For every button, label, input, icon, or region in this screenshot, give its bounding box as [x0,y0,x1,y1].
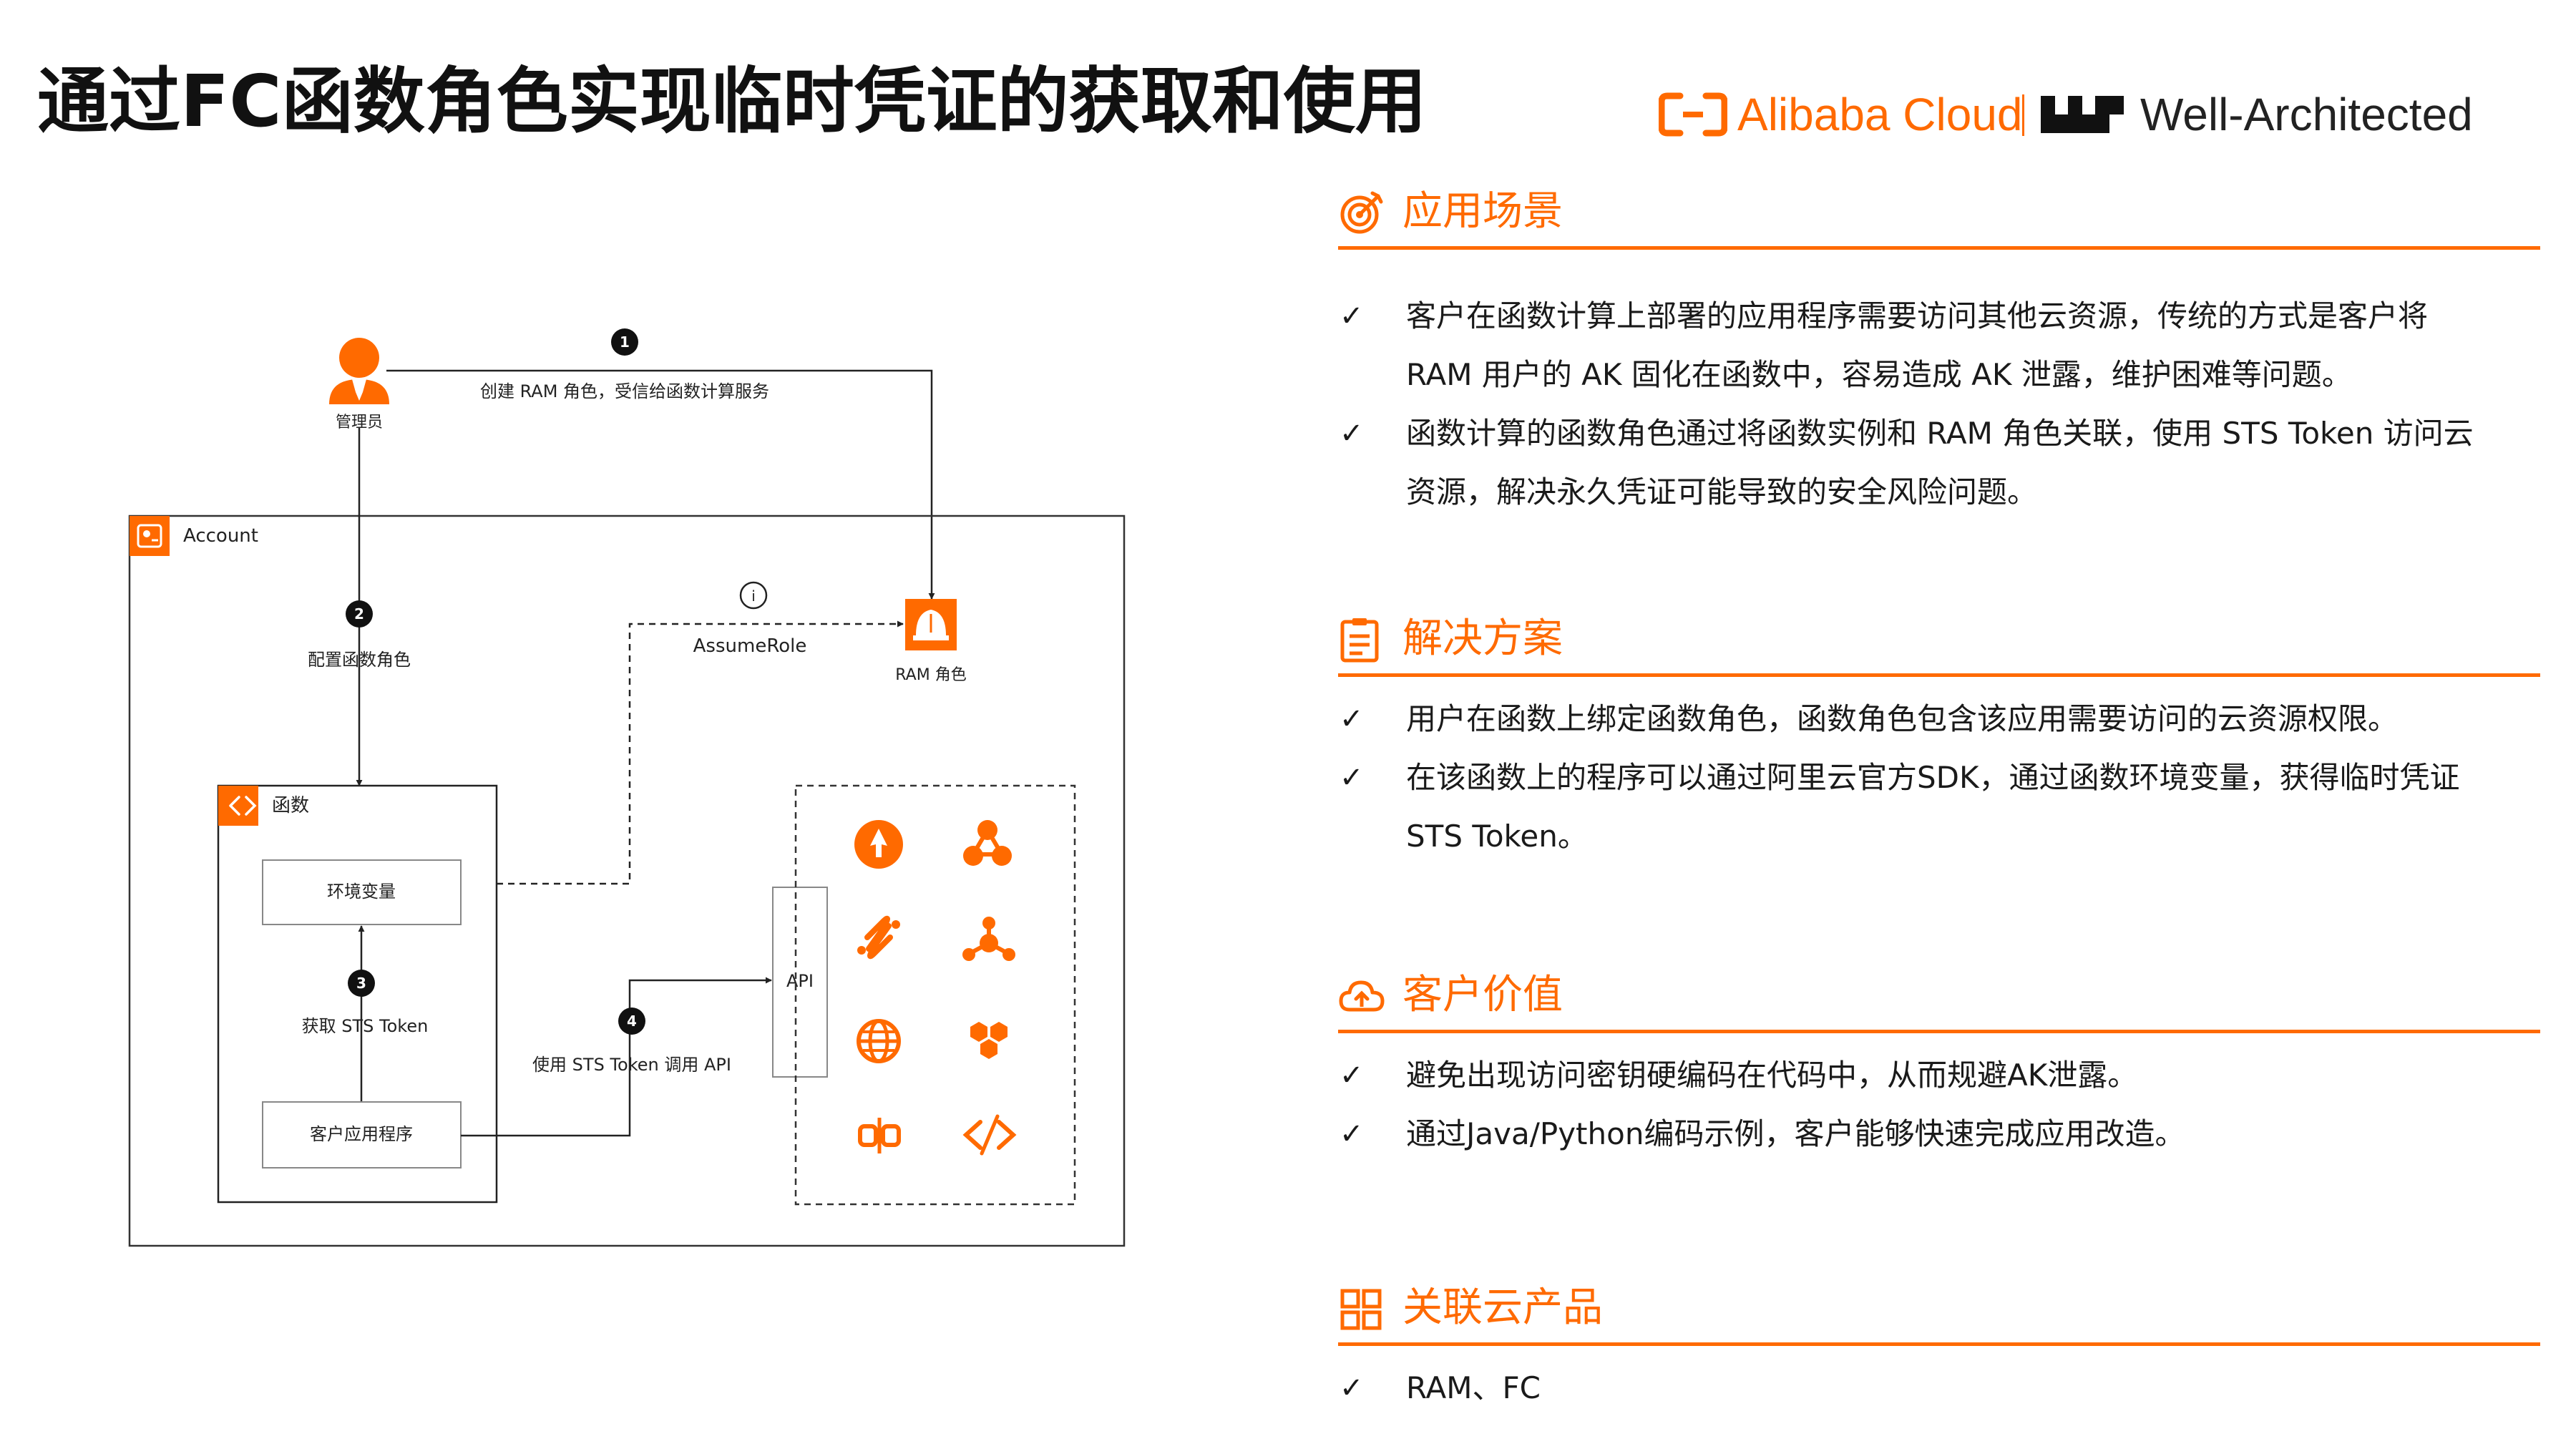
svg-text:4: 4 [627,1013,637,1030]
list-item: ✓避免出现访问密钥硬编码在代码中，从而规避AK泄露。 [1338,1046,2487,1105]
client-app-box [262,1101,462,1169]
link-chain-icon [857,915,900,960]
api-label: API [786,971,814,991]
env-var-label: 环境变量 [327,882,396,902]
list-item: ✓客户在函数计算上部署的应用程序需要访问其他云资源，传统的方式是客户将 RAM … [1338,287,2487,404]
step-2-badge: 2 [346,600,373,628]
section-scenario: 应用场景 ✓客户在函数计算上部署的应用程序需要访问其他云资源，传统的方式是客户将… [1338,177,2540,522]
section-title: 客户价值 [1402,972,1563,1018]
cloud-upload-icon [1339,980,1385,1012]
list-item: ✓函数计算的函数角色通过将函数实例和 RAM 角色关联，使用 STS Token… [1338,404,2487,522]
info-icon: i [739,581,768,610]
check-icon: ✓ [1340,1372,1364,1405]
section-customer-value: 客户价值 ✓避免出现访问密钥硬编码在代码中，从而规避AK泄露。 ✓通过Java/… [1338,961,2540,1163]
check-icon: ✓ [1340,417,1364,450]
step-4-label: 使用 STS Token 调用 API [532,1055,731,1075]
svg-text:i: i [751,587,756,605]
section-solution: 解决方案 ✓用户在函数上绑定函数角色，函数角色包含该应用需要访问的云资源权限。 … [1338,605,2540,866]
triangle-network-icon [963,820,1012,866]
ram-role-icon [905,599,957,650]
step-3-label: 获取 STS Token [302,1016,429,1036]
step-1-label: 创建 RAM 角色，受信给函数计算服务 [480,381,769,401]
architecture-diagram: 管理员 1 创建 RAM 角色，受信给函数计算服务 Account 2 配置函数… [128,328,1126,1247]
clipboard-icon [1340,618,1379,663]
code-arrows-icon [962,1114,1017,1156]
alibaba-cloud-wordmark: Alibaba Cloud [1737,89,2023,140]
well-architected-wordmark: Well-Architected [2140,89,2473,140]
admin-user-icon [329,338,389,404]
section-title: 关联云产品 [1402,1284,1603,1331]
svg-text:3: 3 [356,975,366,992]
brand-divider [2022,94,2024,136]
broken-link-icon [858,1118,901,1153]
create-role-arrow [386,369,935,600]
account-label: Account [183,525,258,547]
api-box [772,887,828,1078]
check-icon: ✓ [1340,703,1364,736]
list-item: ✓通过Java/Python编码示例，客户能够快速完成应用改造。 [1338,1105,2487,1163]
account-icon [130,516,170,556]
step-3-badge: 3 [348,970,375,997]
list-item: ✓在该函数上的程序可以通过阿里云官方SDK，通过函数环境变量，获得临时凭证STS… [1338,748,2487,866]
ram-role-label: RAM 角色 [895,666,966,684]
cloud-services-group [794,784,1076,1206]
section-title: 应用场景 [1402,188,1563,235]
assume-role-arrow [497,620,904,885]
section-title: 解决方案 [1402,615,1563,662]
grid-icon [1340,1289,1382,1330]
alibaba-cloud-logo-icon [1659,92,1727,137]
globe-icon [857,1019,901,1063]
page-title: 通过FC函数角色实现临时凭证的获取和使用 [37,59,1427,143]
check-icon: ✓ [1340,761,1364,794]
well-architected-logo-icon [2041,96,2124,133]
list-item: ✓RAM、FC [1338,1359,2487,1418]
step-2-label: 配置函数角色 [308,650,411,670]
step-4-badge: 4 [618,1008,645,1035]
function-icon [218,786,258,826]
section-related-products: 关联云产品 ✓RAM、FC [1338,1274,2540,1418]
assume-role-label: AssumeRole [693,635,807,657]
svg-text:1: 1 [620,333,630,351]
check-icon: ✓ [1340,1118,1364,1151]
hexagon-cluster-icon [970,1022,1008,1059]
account-boundary [128,514,1126,1247]
svg-text:2: 2 [354,605,364,623]
client-app-label: 客户应用程序 [310,1124,413,1144]
env-var-box [262,859,462,925]
step-1-badge: 1 [611,328,638,356]
rocket-icon [854,820,903,869]
function-label: 函数 [272,795,309,816]
check-icon: ✓ [1340,1059,1364,1092]
node-graph-icon [962,917,1015,961]
call-api-arrow [461,977,772,1137]
check-icon: ✓ [1340,300,1364,333]
list-item: ✓用户在函数上绑定函数角色，函数角色包含该应用需要访问的云资源权限。 [1338,690,2487,748]
target-icon [1340,191,1383,234]
